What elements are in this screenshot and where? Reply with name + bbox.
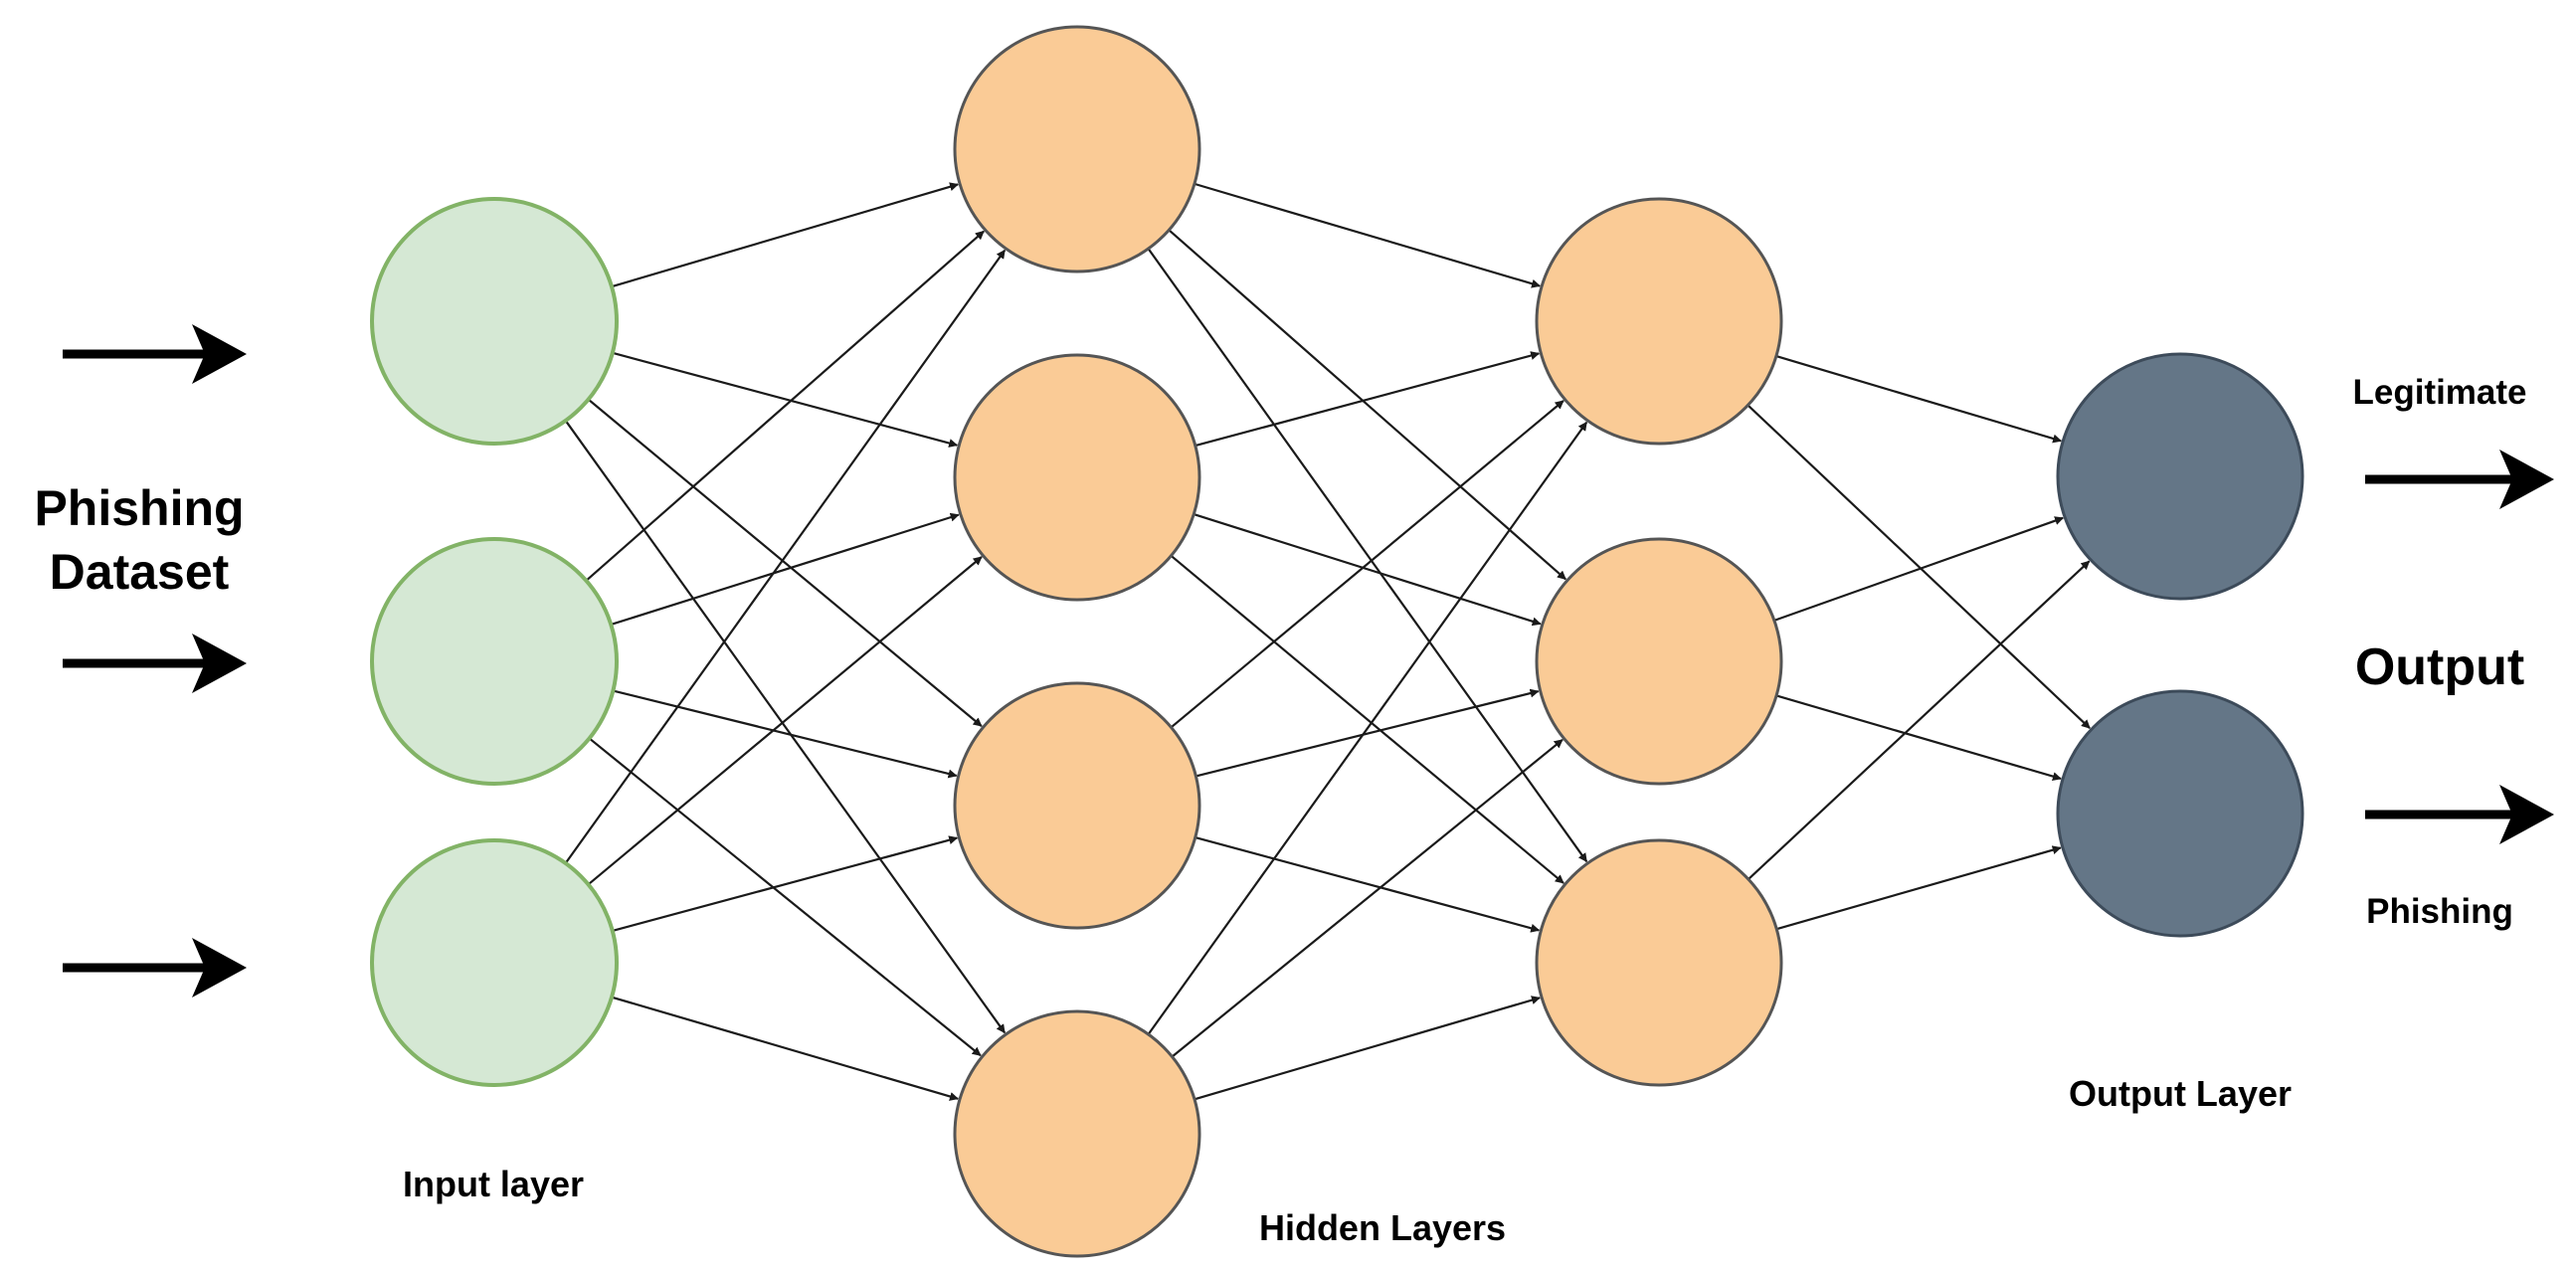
connection-input-3-to-hidden-1-1 <box>564 249 1007 864</box>
connection-hidden-2-3-to-output-2 <box>1775 845 2062 931</box>
connection-hidden-1-2-to-hidden-2-2 <box>1193 513 1542 627</box>
neuron-input-3 <box>370 838 619 1087</box>
connection-hidden-1-2-to-hidden-2-1 <box>1195 351 1541 448</box>
connection-input-2-to-hidden-1-2 <box>610 512 960 627</box>
neuron-hidden-1-1 <box>953 25 1201 273</box>
neuron-input-2 <box>370 537 619 786</box>
connection-hidden-1-2-to-hidden-2-3 <box>1170 554 1564 884</box>
phishing-output-label: Phishing <box>2366 892 2513 931</box>
output-arrow-phishing <box>2365 785 2554 844</box>
input-layer-label: Input layer <box>403 1164 584 1204</box>
neuron-output-2 <box>2056 689 2304 938</box>
connection-hidden-1-4-to-hidden-2-3 <box>1194 996 1541 1101</box>
neuron-input-1 <box>370 197 619 446</box>
connection-hidden-1-4-to-hidden-2-2 <box>1171 738 1564 1058</box>
output-label: Output <box>2355 638 2524 696</box>
connection-hidden-1-1-to-hidden-2-3 <box>1147 248 1588 863</box>
dataset-label-line2: Dataset <box>50 544 230 600</box>
connection-input-2-to-hidden-1-3 <box>613 689 958 779</box>
neuron-hidden-1-2 <box>953 353 1201 602</box>
neuron-hidden-2-3 <box>1535 838 1783 1087</box>
neurons <box>370 25 2304 1258</box>
neuron-hidden-1-4 <box>953 1009 1201 1258</box>
connection-input-3-to-hidden-1-2 <box>587 556 983 886</box>
connection-input-1-to-hidden-1-2 <box>612 351 959 448</box>
connection-input-1-to-hidden-1-1 <box>611 182 959 288</box>
connection-hidden-2-1-to-output-1 <box>1775 355 2063 444</box>
connection-input-2-to-hidden-1-4 <box>588 737 982 1057</box>
input-arrow-1 <box>63 324 247 384</box>
connection-hidden-2-1-to-output-2 <box>1747 404 2091 729</box>
input-arrow-2 <box>63 634 247 693</box>
dataset-label-line1: Phishing <box>34 480 244 536</box>
io-arrows <box>63 324 2554 998</box>
legitimate-label: Legitimate <box>2352 373 2526 412</box>
connection-input-2-to-hidden-1-1 <box>585 230 985 582</box>
connection-hidden-2-2-to-output-2 <box>1775 694 2062 782</box>
connection-input-3-to-hidden-1-4 <box>611 996 959 1101</box>
connection-hidden-2-2-to-output-1 <box>1773 516 2065 622</box>
connection-hidden-1-4-to-hidden-2-1 <box>1147 421 1588 1035</box>
output-layer-label: Output Layer <box>2069 1073 2292 1114</box>
connection-hidden-1-3-to-hidden-2-2 <box>1196 688 1540 778</box>
neuron-hidden-1-3 <box>953 681 1201 930</box>
input-arrow-3 <box>63 938 247 998</box>
neuron-hidden-2-1 <box>1535 197 1783 446</box>
connection-hidden-1-1-to-hidden-2-1 <box>1194 182 1541 288</box>
connection-input-3-to-hidden-1-3 <box>612 835 959 933</box>
neuron-hidden-2-2 <box>1535 537 1783 786</box>
neuron-output-1 <box>2056 352 2304 601</box>
hidden-layers-label: Hidden Layers <box>1259 1207 1506 1248</box>
connection-hidden-1-3-to-hidden-2-3 <box>1195 836 1541 933</box>
output-arrow-legitimate <box>2365 450 2554 509</box>
connection-hidden-2-3-to-output-1 <box>1748 560 2091 880</box>
connection-hidden-1-1-to-hidden-2-2 <box>1168 229 1566 581</box>
connections <box>564 182 2091 1101</box>
connection-input-1-to-hidden-1-4 <box>564 420 1007 1034</box>
connection-input-1-to-hidden-1-3 <box>587 398 983 727</box>
connection-hidden-1-3-to-hidden-2-1 <box>1170 400 1564 729</box>
